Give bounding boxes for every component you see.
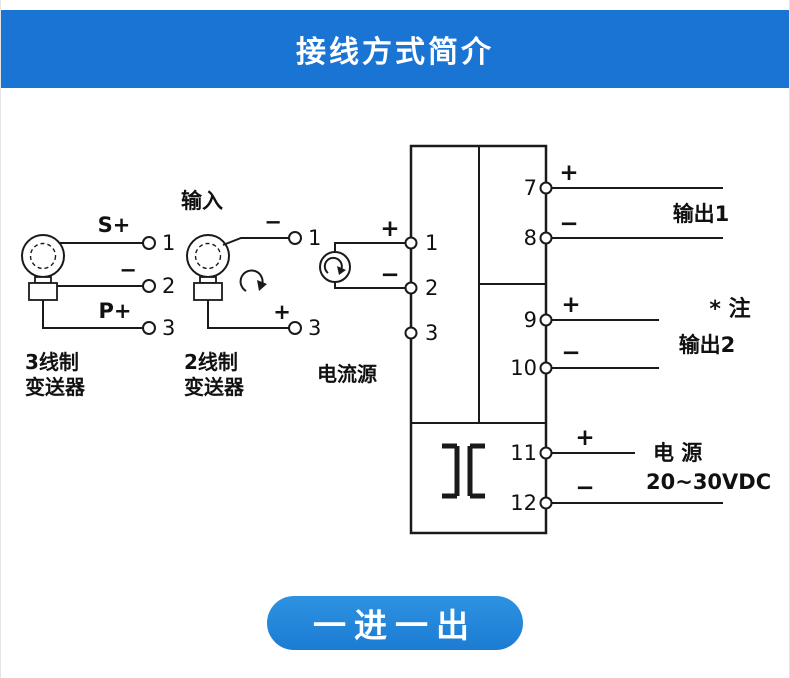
current-arrow: [323, 256, 343, 274]
terminal-dot: [288, 231, 302, 245]
polarity-minus: −: [380, 262, 399, 288]
wire: [222, 237, 289, 246]
isolator-block: 1 2 3 7 8 9 10 11 12: [404, 144, 553, 535]
output-wiring-group: + − + − + − 输出1 * 注 输出2 电 源 20~30VDC: [552, 160, 771, 504]
wiring-diagram: S+ − P+ 1 2 3 3线制 变送器 输入 − + 1 3 2线制 变送器: [1, 88, 789, 590]
terminal-dot: [404, 281, 418, 295]
transmitter-name: 2线制: [184, 350, 238, 374]
terminal-number: 1: [308, 226, 321, 250]
terminal-number: 1: [162, 231, 175, 255]
terminal-number: 2: [425, 276, 438, 300]
wire: [207, 300, 289, 329]
signal-label: −: [264, 210, 282, 234]
terminal-dot: [404, 326, 418, 340]
wire: [42, 300, 143, 329]
transformer-icon: [442, 443, 485, 499]
signal-label: S+: [98, 213, 131, 237]
polarity: −: [575, 475, 594, 501]
terminal-number: 7: [524, 176, 537, 200]
input-label: 输入: [181, 189, 223, 213]
terminal-dot: [539, 181, 553, 195]
terminal-dot: [404, 236, 418, 250]
current-source-label: 电流源: [317, 362, 377, 386]
wire: [334, 282, 405, 289]
signal-label: +: [273, 300, 291, 324]
terminal-number: 3: [162, 316, 175, 340]
top-spacer: [1, 0, 789, 10]
terminal-dot: [288, 321, 302, 335]
output2-label: 输出2: [679, 333, 736, 357]
terminal-number: 8: [524, 226, 537, 250]
wire: [334, 242, 405, 252]
polarity: +: [575, 425, 594, 451]
output1-label: 输出1: [673, 202, 730, 226]
three-wire-transmitter-group: S+ − P+ 1 2 3 3线制 变送器: [21, 213, 175, 399]
transmitter-name: 变送器: [184, 375, 245, 399]
terminal-number: 2: [162, 274, 175, 298]
transmitter-icon: [186, 234, 230, 301]
loop-arrowhead: [257, 280, 267, 291]
terminal-dot: [142, 321, 156, 335]
terminal-number: 11: [510, 441, 537, 465]
note-label: * 注: [709, 296, 750, 322]
polarity: +: [559, 160, 578, 186]
current-arrowhead: [337, 266, 346, 275]
terminal-number: 9: [524, 308, 537, 332]
loop-arrow-icon: [239, 269, 264, 292]
mode-badge-label: 一进一出: [313, 606, 477, 645]
terminal-dot: [539, 496, 553, 510]
current-source-group: + − 电流源: [317, 216, 405, 386]
terminal-dot: [539, 361, 553, 375]
transmitter-name: 变送器: [25, 375, 86, 399]
terminal-dot: [539, 231, 553, 245]
section-title-bar: 接线方式简介: [1, 10, 789, 88]
section-title: 接线方式简介: [296, 35, 494, 70]
mode-badge: 一进一出: [267, 596, 523, 650]
signal-label: −: [119, 258, 137, 282]
power-label: 电 源: [653, 441, 702, 465]
terminal-dot: [539, 446, 553, 460]
wiring-diagram-svg: S+ − P+ 1 2 3 3线制 变送器 输入 − + 1 3 2线制 变送器: [21, 144, 771, 535]
transmitter-name: 3线制: [25, 350, 79, 374]
polarity-plus: +: [380, 216, 399, 242]
terminal-dot: [142, 279, 156, 293]
terminal-dot: [142, 236, 156, 250]
polarity: +: [561, 292, 580, 318]
signal-label: P+: [99, 299, 132, 323]
terminal-number: 3: [308, 316, 321, 340]
polarity: −: [559, 211, 578, 237]
polarity: −: [561, 340, 580, 366]
terminal-dot: [539, 313, 553, 327]
transmitter-icon: [21, 234, 65, 301]
terminal-number: 10: [510, 356, 537, 380]
terminal-number: 3: [425, 321, 438, 345]
two-wire-transmitter-group: 输入 − + 1 3 2线制 变送器: [181, 189, 321, 399]
power-voltage-label: 20~30VDC: [646, 470, 771, 494]
terminal-number: 12: [510, 491, 537, 515]
terminal-number: 1: [425, 231, 438, 255]
